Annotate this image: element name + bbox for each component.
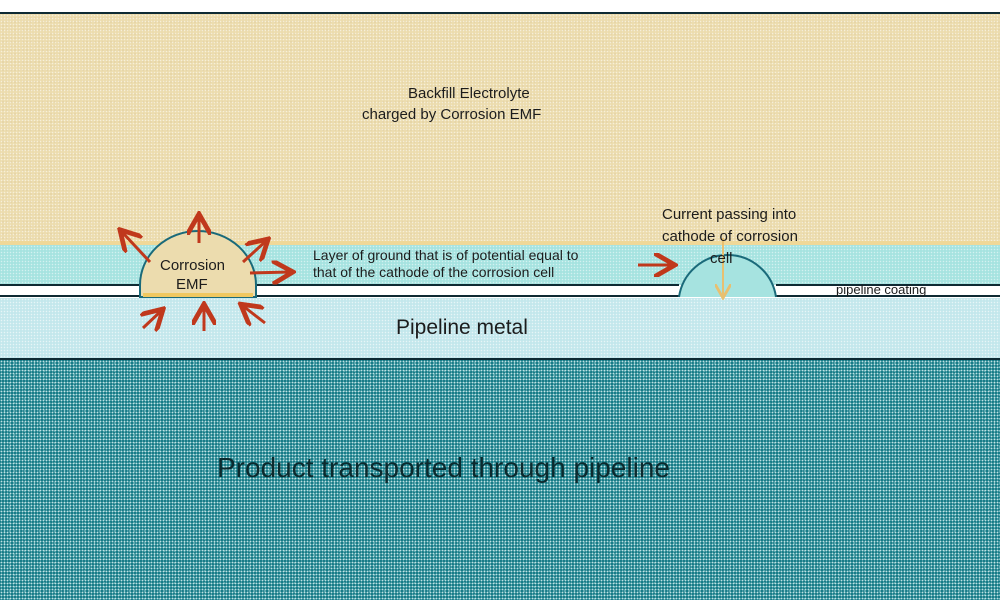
ground-layer-label-line1: Layer of ground that is of potential equ… xyxy=(313,247,579,263)
pipeline-coating-segment-right xyxy=(776,284,1000,297)
backfill-label-line2: charged by Corrosion EMF xyxy=(362,106,542,123)
pipeline-coating-segment-middle xyxy=(255,284,679,297)
metal-arrow-left xyxy=(143,311,161,328)
corrosion-emf-base xyxy=(143,293,253,297)
pipeline-inner-wall-line xyxy=(0,358,1000,360)
pipeline-coating-segment-left xyxy=(0,284,140,297)
product-region xyxy=(0,360,1000,600)
pipeline-coating-label: pipeline coating xyxy=(836,282,927,297)
backfill-electrolyte-region xyxy=(0,14,1000,244)
product-label: Product transported through pipeline xyxy=(217,452,670,483)
emf-arrow-right xyxy=(249,272,290,273)
metal-arrow-right xyxy=(243,306,266,323)
top-border-line xyxy=(0,12,1000,14)
corrosion-emf-label-line1: Corrosion xyxy=(160,257,226,274)
emf-arrow-up-right xyxy=(241,241,266,264)
cathode-label-line2: cathode of corrosion xyxy=(662,228,798,245)
ground-layer-label-line2: that of the cathode of the corrosion cel… xyxy=(313,264,555,280)
pipeline-metal-label: Pipeline metal xyxy=(396,316,528,339)
cathode-label-line1: Current passing into xyxy=(662,206,797,223)
cathode-dome xyxy=(678,253,777,298)
cathode-label-line3: cell xyxy=(710,250,733,267)
backfill-label-line1: Backfill Electrolyte xyxy=(408,85,530,102)
corrosion-emf-label-line2: EMF xyxy=(176,276,208,293)
ground-layer-boundary xyxy=(0,241,1000,245)
top-margin xyxy=(0,0,1000,12)
emf-arrow-up-left xyxy=(122,232,152,264)
